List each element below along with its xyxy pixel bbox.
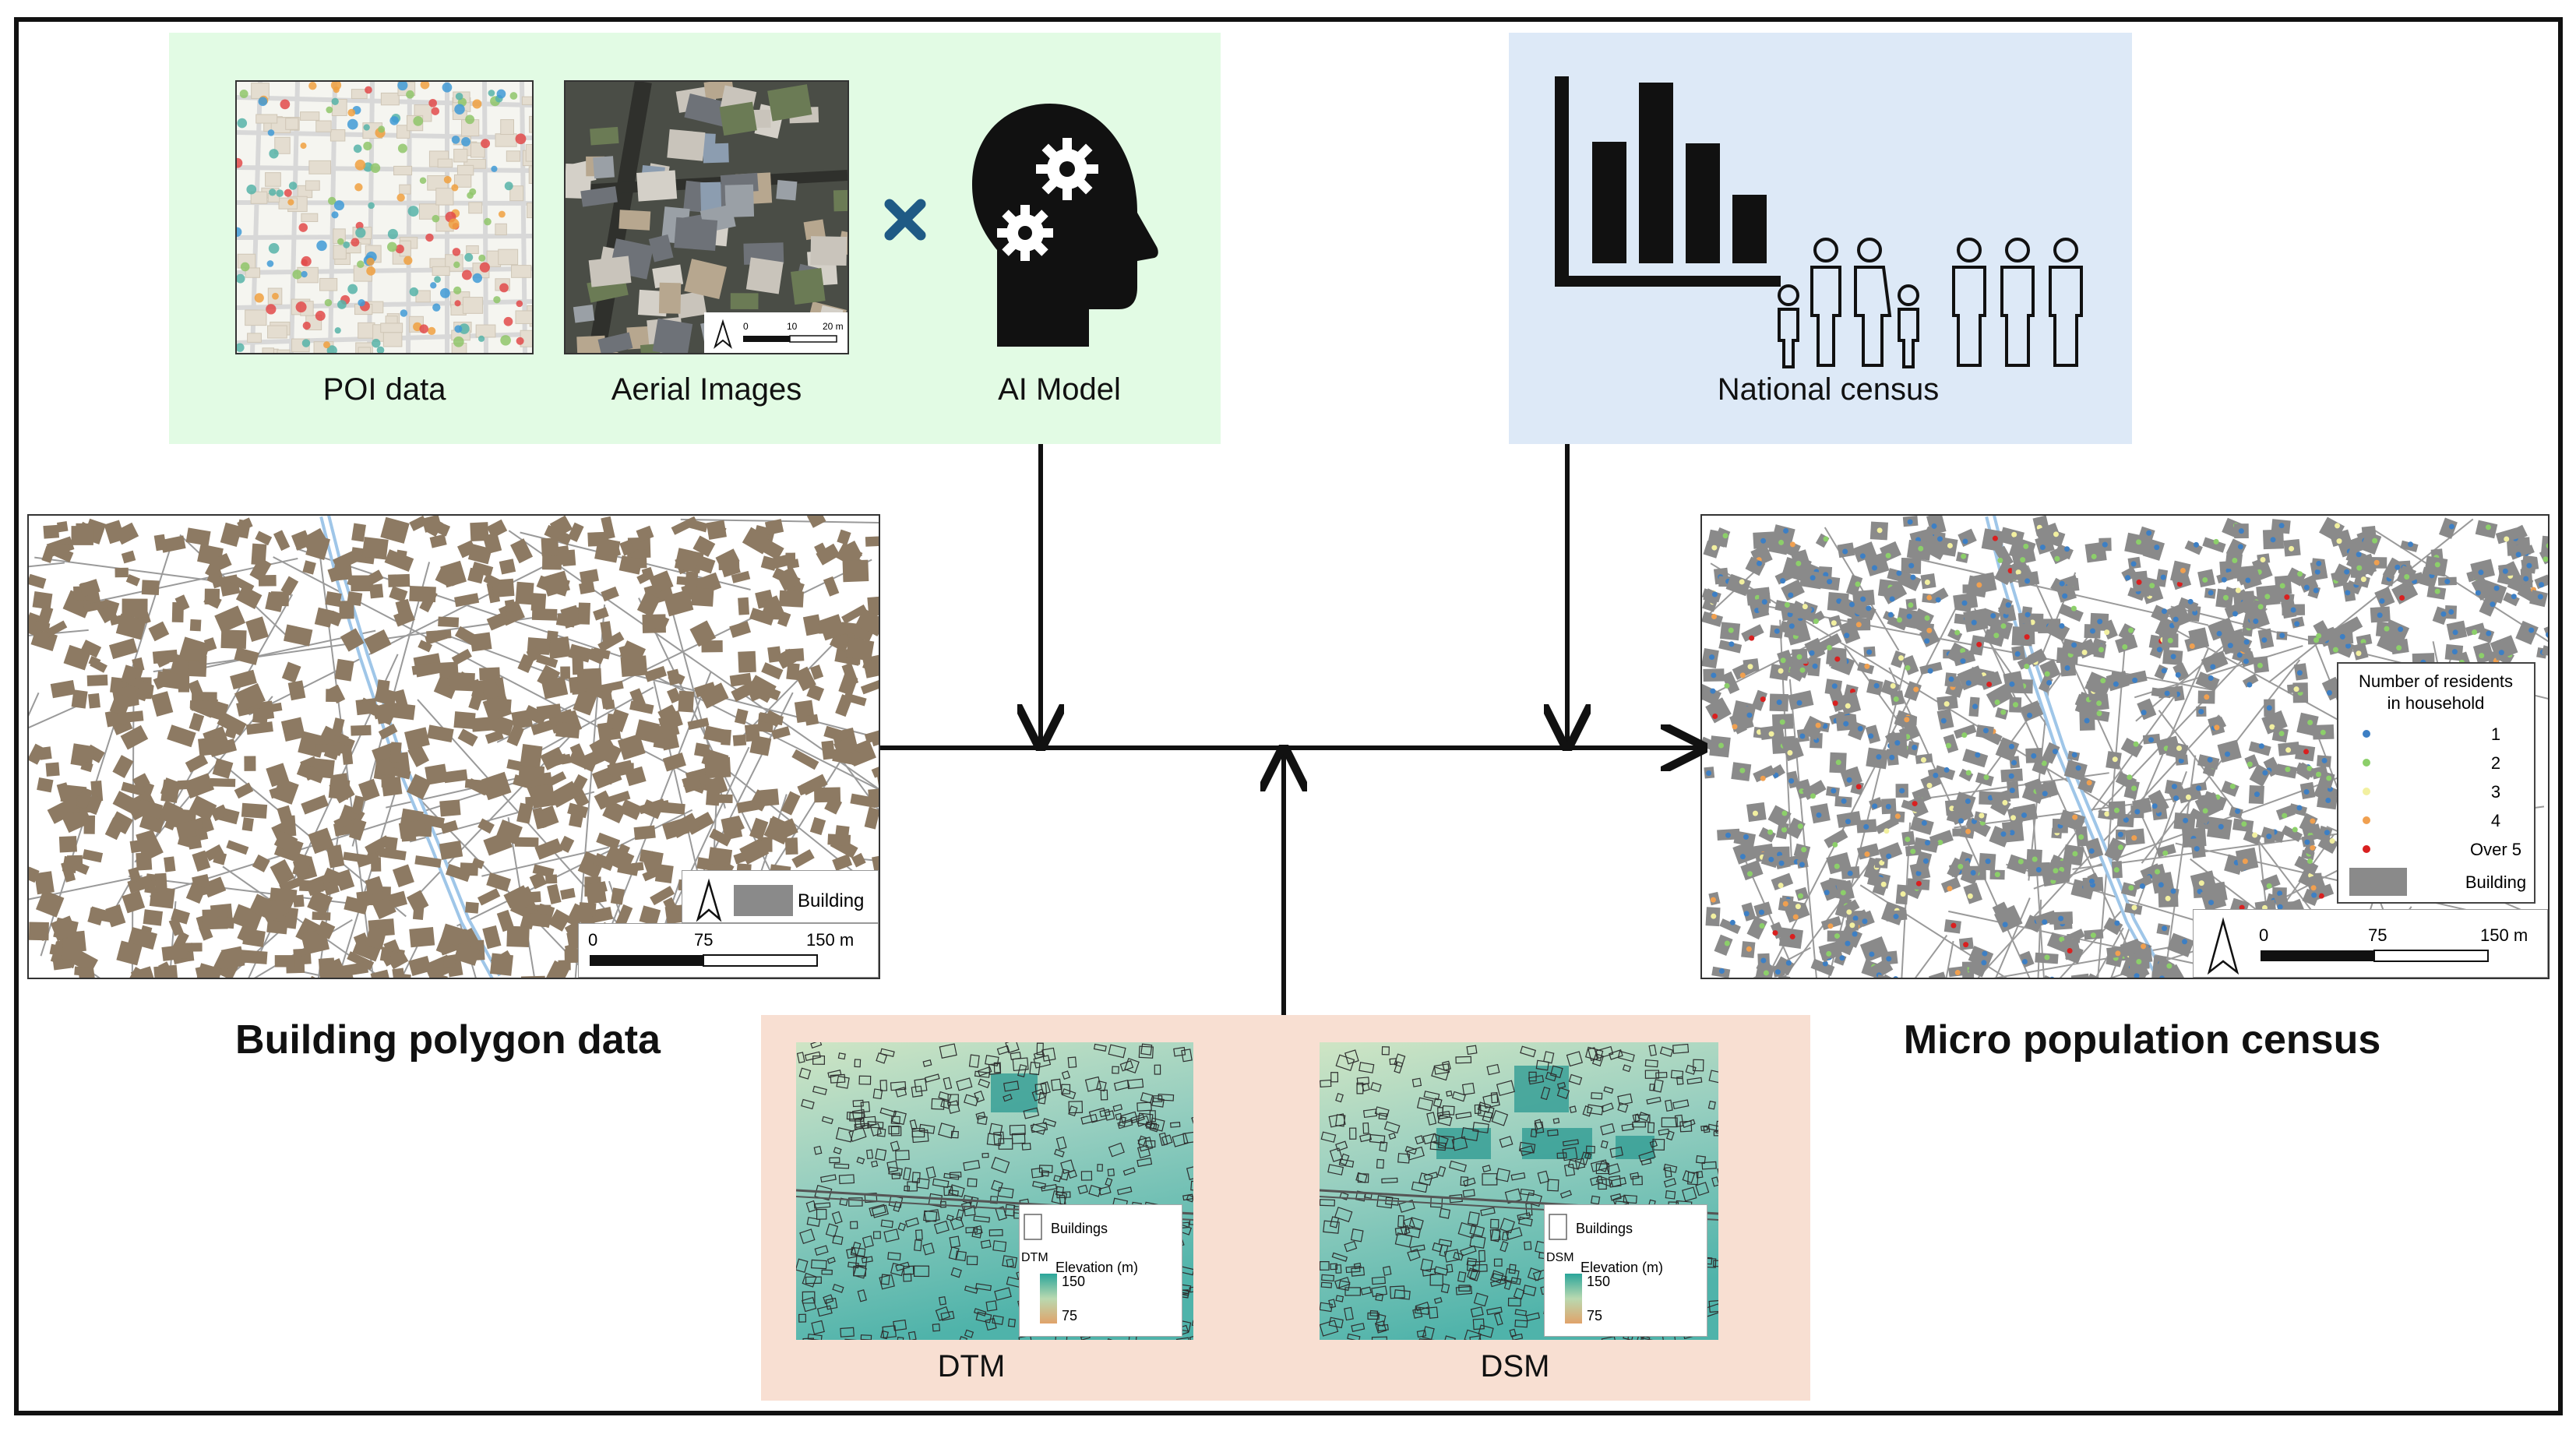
- buildings-swatch: [1024, 1214, 1042, 1240]
- scale-bar-white: [2373, 950, 2489, 962]
- people-icon: [1778, 238, 2083, 368]
- dtm-elev-low: 75: [1062, 1308, 1077, 1323]
- population-map-scalebar: 0 75 150 m: [2193, 909, 2548, 978]
- legend-dot: [2363, 730, 2370, 738]
- scale-label-0: 0: [588, 930, 597, 950]
- building-polygon-map: Building 0 75 150 m: [27, 514, 880, 979]
- north-arrow-icon: [714, 319, 732, 349]
- pop-scale-label-150: 150 m: [2480, 925, 2528, 945]
- legend-building-swatch: [2349, 868, 2407, 896]
- legend-item-label: 2: [2491, 753, 2500, 773]
- figure-frame: [14, 17, 2563, 1415]
- adults-group: [1952, 238, 2083, 367]
- scale-bar-black: [743, 336, 790, 342]
- dtm-elev-title: Elevation (m): [1055, 1260, 1138, 1275]
- poi-map-svg: [237, 82, 532, 353]
- scale-bar-white: [789, 335, 837, 343]
- building-legend-swatch: [734, 885, 793, 916]
- pop-scale-label-0: 0: [2259, 925, 2268, 945]
- legend-dot: [2363, 816, 2370, 824]
- pop-scale-label-75: 75: [2368, 925, 2387, 945]
- dsm-layer-label: DSM: [1546, 1251, 1574, 1264]
- dsm-buildings-label: Buildings: [1576, 1221, 1633, 1236]
- poi-data-thumbnail: [235, 80, 534, 354]
- building-map-scalebar: 0 75 150 m: [578, 923, 879, 978]
- buildings-swatch: [1549, 1214, 1567, 1240]
- dsm-elev-low: 75: [1587, 1308, 1602, 1323]
- elevation-ramp: [1565, 1274, 1582, 1323]
- legend-dot: [2363, 759, 2370, 767]
- building-polygons: [29, 516, 879, 978]
- legend-item-label: Over 5: [2470, 840, 2521, 859]
- national-census-label: National census: [1717, 372, 1940, 407]
- legend-dot: [2363, 845, 2370, 853]
- aerial-scale-2: 20 m: [823, 321, 844, 332]
- scale-bar-black: [590, 955, 703, 966]
- building-legend-label: Building: [798, 890, 864, 911]
- poi-data-label: POI data: [322, 372, 446, 407]
- dtm-label: DTM: [937, 1349, 1006, 1383]
- ai-brain-head-icon: [972, 104, 1158, 347]
- dsm-elev-title: Elevation (m): [1580, 1260, 1663, 1275]
- north-arrow-icon: [696, 878, 722, 922]
- ai-model-label: AI Model: [998, 372, 1121, 407]
- dtm-legend: Buildings DTM Elevation (m) 150 75: [1019, 1204, 1182, 1337]
- dtm-layer-label: DTM: [1021, 1251, 1048, 1264]
- aerial-image-thumbnail: 0 10 20 m: [564, 80, 849, 354]
- north-arrow-icon: [2207, 917, 2239, 975]
- legend-item-label: 4: [2491, 811, 2500, 830]
- scale-bar-white: [703, 954, 818, 967]
- building-polygon-title: Building polygon data: [235, 1017, 661, 1063]
- micro-population-title: Micro population census: [1903, 1017, 2381, 1063]
- elevation-ramp: [1040, 1274, 1057, 1323]
- bar-chart-icon: [1555, 76, 1781, 287]
- family-group: [1778, 238, 1919, 368]
- legend-title-line2: in household: [2387, 693, 2485, 713]
- dtm-buildings-label: Buildings: [1051, 1221, 1108, 1236]
- dtm-map-svg: [796, 1042, 1193, 1340]
- population-map-svg: [1702, 516, 2548, 978]
- aerial-scale-0: 0: [743, 321, 749, 332]
- dsm-map: Buildings DSM Elevation (m) 150 75: [1320, 1042, 1718, 1340]
- multiply-icon: [884, 199, 926, 241]
- household-polygons: [1702, 516, 2548, 978]
- dtm-elev-high: 150: [1062, 1274, 1085, 1289]
- legend-item-label: 3: [2491, 782, 2500, 802]
- scale-label-150: 150 m: [806, 930, 854, 950]
- dsm-legend: Buildings DSM Elevation (m) 150 75: [1544, 1204, 1707, 1337]
- dsm-elev-high: 150: [1587, 1274, 1610, 1289]
- dtm-map: Buildings DTM Elevation (m) 150 75: [796, 1042, 1193, 1340]
- building-map-legend: Building: [682, 870, 879, 923]
- legend-title-line1: Number of residents: [2359, 671, 2513, 691]
- legend-item-label: 1: [2491, 724, 2500, 744]
- aerial-images-label: Aerial Images: [611, 372, 802, 407]
- legend-dot: [2363, 788, 2370, 795]
- aerial-scale-1: 10: [787, 321, 798, 332]
- scale-bar-black: [2261, 950, 2374, 961]
- dsm-label: DSM: [1480, 1349, 1550, 1383]
- aerial-image-svg: [566, 82, 848, 353]
- aerial-scalebar: 0 10 20 m: [704, 312, 848, 353]
- legend-building-label: Building: [2465, 872, 2526, 892]
- scale-label-75: 75: [694, 930, 713, 950]
